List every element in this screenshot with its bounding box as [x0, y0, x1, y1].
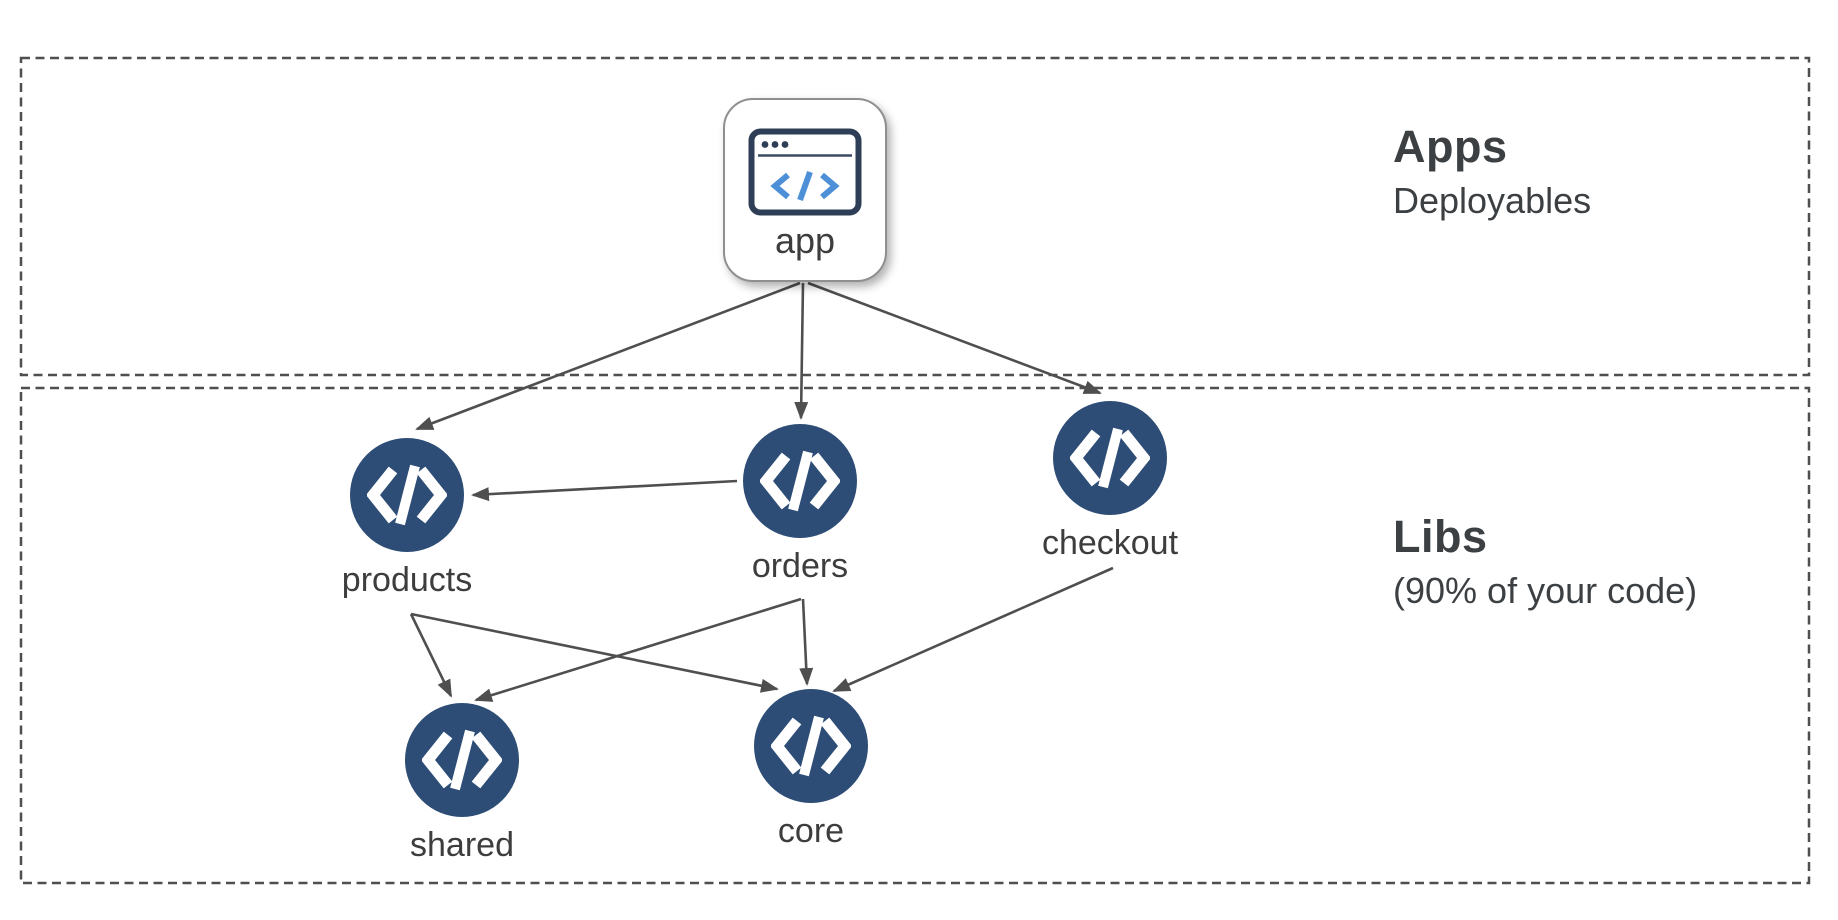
edge-orders-shared — [474, 597, 802, 702]
node-app-label: app — [774, 220, 836, 261]
node-checkout-label: checkout — [1041, 524, 1179, 562]
node-shared-label: shared — [410, 826, 514, 864]
node-orders-label: orders — [751, 547, 849, 585]
code-icon — [743, 424, 857, 538]
node-shared: shared — [405, 703, 519, 862]
node-checkout: checkout — [1042, 401, 1178, 560]
libs-boundary-box — [19, 386, 1811, 885]
code-icon — [350, 438, 464, 552]
apps-boundary-box — [19, 56, 1811, 377]
apps-section-subtitle: Deployables — [1393, 179, 1592, 221]
node-core: core — [754, 689, 868, 848]
edge-orders-core — [799, 598, 814, 686]
code-icon — [1053, 401, 1167, 515]
edge-checkout-core — [832, 566, 1114, 693]
libs-section-subtitle: (90% of your code) — [1393, 569, 1698, 611]
apps-section-title: Apps — [1393, 121, 1508, 172]
node-core-label: core — [777, 812, 845, 850]
apps-section-label: Apps Deployables — [1393, 122, 1591, 220]
libs-section-title: Libs — [1393, 511, 1488, 562]
node-products: products — [342, 438, 472, 597]
edge-app-products — [415, 281, 801, 431]
node-orders: orders — [743, 424, 857, 583]
edge-app-checkout — [807, 281, 1102, 395]
edge-app-orders — [794, 282, 809, 420]
edge-orders-products — [471, 479, 738, 502]
browser-window-icon — [748, 128, 862, 216]
libs-section-label: Libs (90% of your code) — [1393, 512, 1697, 610]
code-icon — [754, 689, 868, 803]
node-app: app — [723, 98, 887, 282]
code-icon — [405, 703, 519, 817]
edge-products-core — [410, 612, 779, 693]
node-products-label: products — [341, 561, 473, 599]
edge-products-shared — [409, 613, 453, 698]
